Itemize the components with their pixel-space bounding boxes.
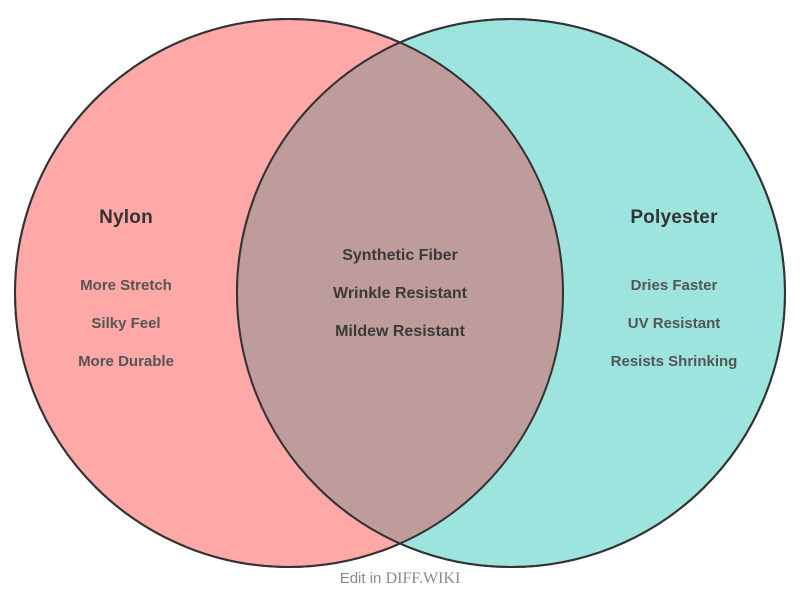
intersection-region[interactable]	[237, 19, 785, 567]
credit-prefix-text: Edit in	[339, 570, 386, 587]
edit-in-diffwiki-link[interactable]: Edit in DIFF.WIKI	[0, 570, 800, 588]
credit-brand-text: DIFF.WIKI	[385, 570, 461, 587]
right-set-outline	[236, 18, 786, 568]
left-set-outline	[14, 18, 564, 568]
